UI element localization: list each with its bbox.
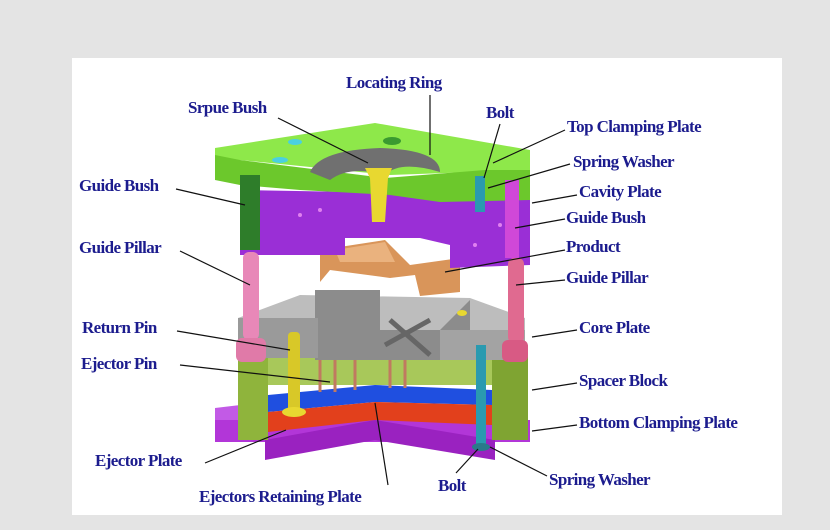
spacer-block-left: [238, 350, 268, 440]
label-spring-washer-bottom: Spring Washer: [549, 470, 651, 489]
guide-bush-left: [240, 175, 260, 250]
locating-ring: [310, 148, 440, 180]
label-product: Product: [566, 237, 621, 256]
label-spacer-block: Spacer Block: [579, 371, 668, 390]
cavity-plate: [240, 190, 530, 268]
ejector-plate: [268, 402, 492, 432]
spacer-block-right: [492, 350, 528, 440]
label-bolt-bottom: Bolt: [438, 476, 466, 495]
label-ejectors-retaining-plate: Ejectors Retaining Plate: [199, 487, 362, 506]
leader-lines: [175, 95, 578, 486]
label-ejector-plate: Ejector Plate: [95, 451, 182, 470]
label-guide-bush-right: Guide Bush: [566, 208, 646, 227]
label-guide-pillar-left: Guide Pillar: [79, 238, 162, 257]
label-locating-ring: Locating Ring: [346, 73, 442, 92]
guide-bush-right: [505, 180, 519, 258]
guide-pillar-left: [236, 252, 266, 362]
return-pin: [288, 332, 300, 412]
label-top-clamping-plate: Top Clamping Plate: [567, 117, 702, 136]
label-core-plate: Core Plate: [579, 318, 650, 337]
label-spring-washer-top: Spring Washer: [573, 152, 675, 171]
guide-pillar-right: [502, 258, 528, 362]
label-bottom-clamping-plate: Bottom Clamping Plate: [579, 413, 738, 432]
bolt-bottom-shape: [476, 345, 486, 445]
ejectors-retaining-plate: [268, 385, 492, 412]
label-ejector-pin: Ejector Pin: [81, 354, 157, 373]
label-guide-bush-left: Guide Bush: [79, 176, 159, 195]
core-plate: [238, 290, 525, 360]
label-bolt-top: Bolt: [486, 103, 514, 122]
label-sprue-bush: Srpue Bush: [188, 98, 267, 117]
label-guide-pillar-right: Guide Pillar: [566, 268, 649, 287]
bolt-top-shape: [475, 176, 485, 212]
label-return-pin: Return Pin: [82, 318, 157, 337]
sprue-bush: [365, 168, 392, 222]
label-cavity-plate: Cavity Plate: [579, 182, 662, 201]
